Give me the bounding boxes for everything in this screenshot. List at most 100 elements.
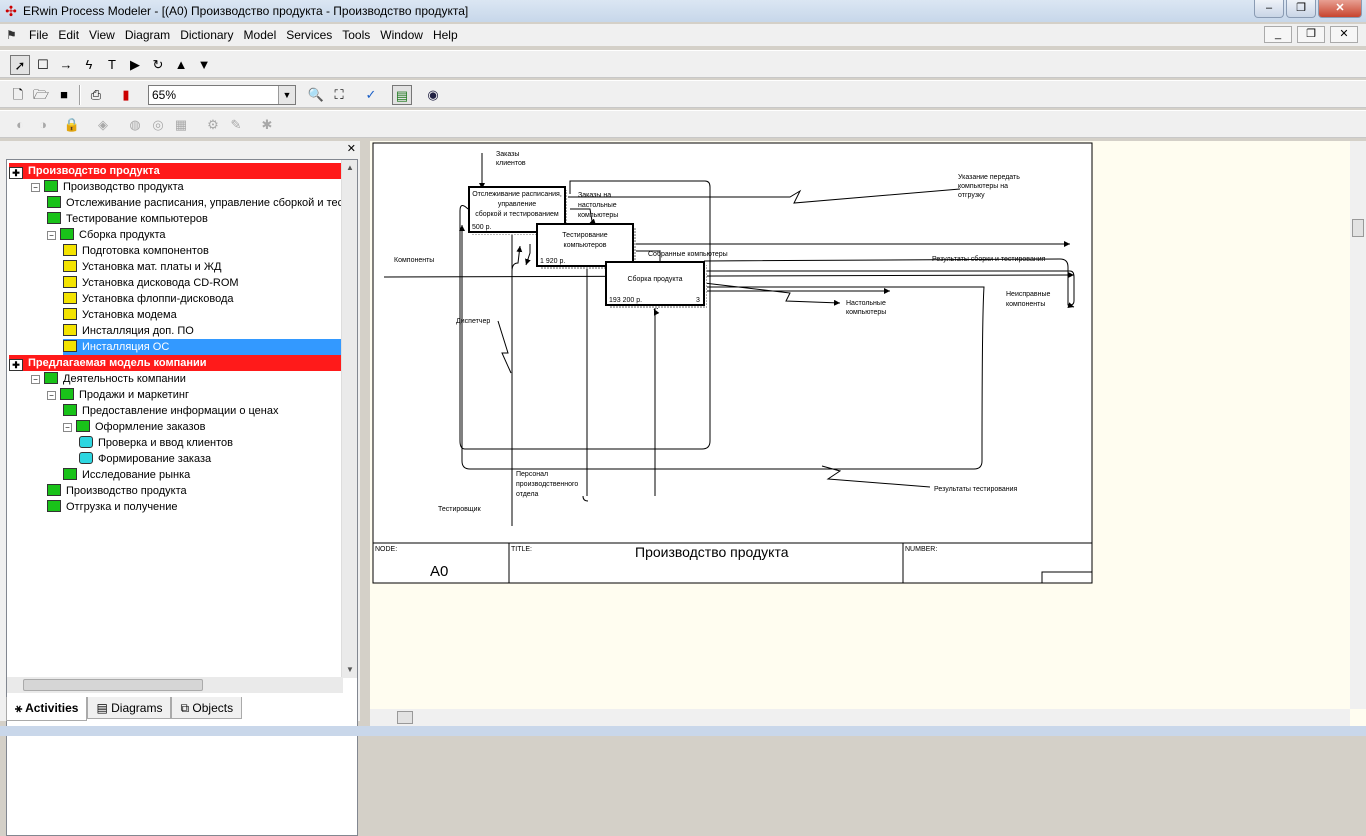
text-tool-icon[interactable]: T xyxy=(108,57,116,72)
tree-item[interactable]: Формирование заказа xyxy=(79,451,211,467)
tree-item[interactable]: −Оформление заказов xyxy=(63,419,205,435)
menu-dictionary[interactable]: Dictionary xyxy=(180,28,234,42)
mart-open-icon[interactable]: ◑ xyxy=(39,117,47,132)
collapse-icon[interactable]: − xyxy=(31,183,40,192)
doc-restore-button[interactable]: ❐ xyxy=(1297,26,1325,43)
mart-users-icon[interactable]: ⚙ xyxy=(207,117,219,132)
menu-view[interactable]: View xyxy=(89,28,115,42)
tree-item[interactable]: Установка мат. платы и ЖД xyxy=(63,259,221,275)
squiggle-tool-icon[interactable]: ϟ xyxy=(85,57,93,72)
document-menu-icon[interactable]: ⚑ xyxy=(6,28,17,42)
box-3-number: 3 xyxy=(696,297,700,304)
model-explorer-icon[interactable]: ▤ xyxy=(392,85,412,105)
tab-diagrams[interactable]: ▤ Diagrams xyxy=(87,697,172,719)
tree-item-label: Отгрузка и получение xyxy=(66,501,178,513)
open-folder-icon[interactable]: 🗁 xyxy=(32,87,50,102)
tab-activities[interactable]: ⚹ Activities xyxy=(6,697,88,721)
tree-item-label: Установка флоппи-дисковода xyxy=(82,293,234,305)
mart-tools-icon[interactable]: ✎ xyxy=(230,117,242,132)
svg-text:производственного: производственного xyxy=(516,481,578,488)
tree-item[interactable]: Исследование рынка xyxy=(63,467,190,483)
tree-item[interactable]: Установка дисковода CD-ROM xyxy=(63,275,239,291)
mart-merge-icon[interactable]: ◎ xyxy=(152,117,164,132)
tree-item[interactable]: Отслеживание расписания, управление сбор… xyxy=(47,195,343,211)
collapse-icon[interactable]: − xyxy=(31,375,40,384)
svg-text:компьютеры: компьютеры xyxy=(578,212,618,219)
tree-item[interactable]: Инсталляция ОС xyxy=(63,339,343,355)
collapse-icon[interactable]: − xyxy=(47,231,56,240)
tree-item[interactable]: Отгрузка и получение xyxy=(47,499,178,515)
tree-model-header[interactable]: ✚Предлагаемая модель компании xyxy=(9,355,341,371)
svg-text:компьютеры: компьютеры xyxy=(846,309,886,316)
model-root-icon: ✚ xyxy=(9,359,23,371)
arrow-tool-icon[interactable]: → xyxy=(59,57,73,72)
spellcheck-icon[interactable]: ✓ xyxy=(365,87,377,102)
scroll-down-icon[interactable]: ▼ xyxy=(346,665,354,674)
restore-button[interactable]: ❐ xyxy=(1286,0,1316,18)
activity-box-3[interactable]: Сборка продукта 193 200 р. 3 xyxy=(605,261,707,308)
collapse-icon[interactable]: − xyxy=(63,423,72,432)
menu-help[interactable]: Help xyxy=(432,28,458,42)
mart-save-icon[interactable]: ◈ xyxy=(98,117,108,132)
tree-item[interactable]: Инсталляция доп. ПО xyxy=(63,323,194,339)
tree-item[interactable]: Проверка и ввод клиентов xyxy=(79,435,233,451)
go-parent-icon[interactable]: ▲ xyxy=(174,57,188,72)
tree-item[interactable]: −Сборка продукта xyxy=(47,227,166,243)
tree-model-header[interactable]: ✚Производство продукта xyxy=(9,163,341,179)
tree-item[interactable]: Тестирование компьютеров xyxy=(47,211,208,227)
go-sub-icon[interactable]: ▶ xyxy=(130,57,140,72)
scroll-up-icon[interactable]: ▲ xyxy=(346,163,354,172)
zoom-select[interactable]: 65% ▼ xyxy=(148,85,296,105)
minimize-button[interactable]: – xyxy=(1254,0,1284,18)
pointer-tool-icon[interactable]: ➚ xyxy=(10,55,30,75)
tree-vertical-scrollbar[interactable]: ▲ ▼ xyxy=(341,160,357,678)
doc-close-button[interactable]: ✕ xyxy=(1330,26,1358,43)
go-child-icon[interactable]: ▼ xyxy=(197,57,211,72)
activity-tree[interactable]: ✚Производство продукта−Производство прод… xyxy=(6,159,358,836)
tree-item[interactable]: −Продажи и маркетинг xyxy=(47,387,189,403)
menu-tools[interactable]: Tools xyxy=(342,28,371,42)
mart-report-icon[interactable]: ◍ xyxy=(129,117,141,132)
color-palette-icon[interactable]: ▮ xyxy=(122,87,130,102)
tree-item-label: Подготовка компонентов xyxy=(82,245,209,257)
box-tool-icon[interactable]: ☐ xyxy=(37,57,49,72)
chevron-down-icon[interactable]: ▼ xyxy=(278,86,295,104)
menu-model[interactable]: Model xyxy=(243,28,277,42)
tree-item-label: Инсталляция доп. ПО xyxy=(82,325,194,337)
new-file-icon[interactable]: 🗋 xyxy=(12,87,24,102)
idef0-diagram[interactable]: Отслеживание расписания, управление сбор… xyxy=(370,141,1350,709)
collapse-icon[interactable]: − xyxy=(47,391,56,400)
print-icon[interactable]: ⎙ xyxy=(90,87,102,102)
canvas-horizontal-scrollbar[interactable] xyxy=(370,709,1350,726)
close-button[interactable]: ✕ xyxy=(1318,0,1362,18)
menu-file[interactable]: File xyxy=(29,28,49,42)
go-sibling-icon[interactable]: ↻ xyxy=(152,57,164,72)
tab-objects[interactable]: ⧉ Objects xyxy=(171,697,243,719)
tree-item[interactable]: −Производство продукта xyxy=(31,179,184,195)
menu-edit[interactable]: Edit xyxy=(58,28,80,42)
tree-horizontal-scrollbar[interactable] xyxy=(7,677,343,693)
mart-connect-icon[interactable]: ◐ xyxy=(16,117,24,132)
canvas-vertical-scrollbar[interactable] xyxy=(1350,141,1366,709)
panel-close-icon[interactable]: ✕ xyxy=(346,143,356,155)
menu-services[interactable]: Services xyxy=(286,28,333,42)
tree-item[interactable]: Подготовка компонентов xyxy=(63,243,209,259)
tree-item[interactable]: − Деятельность компании xyxy=(31,371,186,387)
save-icon[interactable]: ■ xyxy=(60,87,68,102)
tree-item[interactable]: Предоставление информации о ценах xyxy=(63,403,278,419)
zoom-in-icon[interactable]: 🔍 xyxy=(307,87,325,102)
menu-window[interactable]: Window xyxy=(380,28,423,42)
diagram-canvas-area[interactable]: Отслеживание расписания, управление сбор… xyxy=(370,141,1366,726)
tree-item[interactable]: Производство продукта xyxy=(47,483,187,499)
doc-minimize-button[interactable]: _ xyxy=(1264,26,1292,43)
model-mart-icon[interactable]: ◉ xyxy=(427,87,439,102)
mart-grid-icon[interactable]: ▦ xyxy=(174,117,188,132)
drawing-toolbar: ➚ ☐ → ϟ T ▶ ↻ ▲ ▼ xyxy=(0,50,1366,78)
mart-help-icon[interactable]: ✱ xyxy=(261,117,273,132)
lock-icon[interactable]: 🔒 xyxy=(63,117,81,132)
tree-item-label: Деятельность компании xyxy=(63,373,186,385)
menu-diagram[interactable]: Diagram xyxy=(124,28,171,42)
tree-item[interactable]: Установка модема xyxy=(63,307,177,323)
zoom-fit-icon[interactable]: ⛶ xyxy=(334,87,344,102)
tree-item[interactable]: Установка флоппи-дисковода xyxy=(63,291,234,307)
